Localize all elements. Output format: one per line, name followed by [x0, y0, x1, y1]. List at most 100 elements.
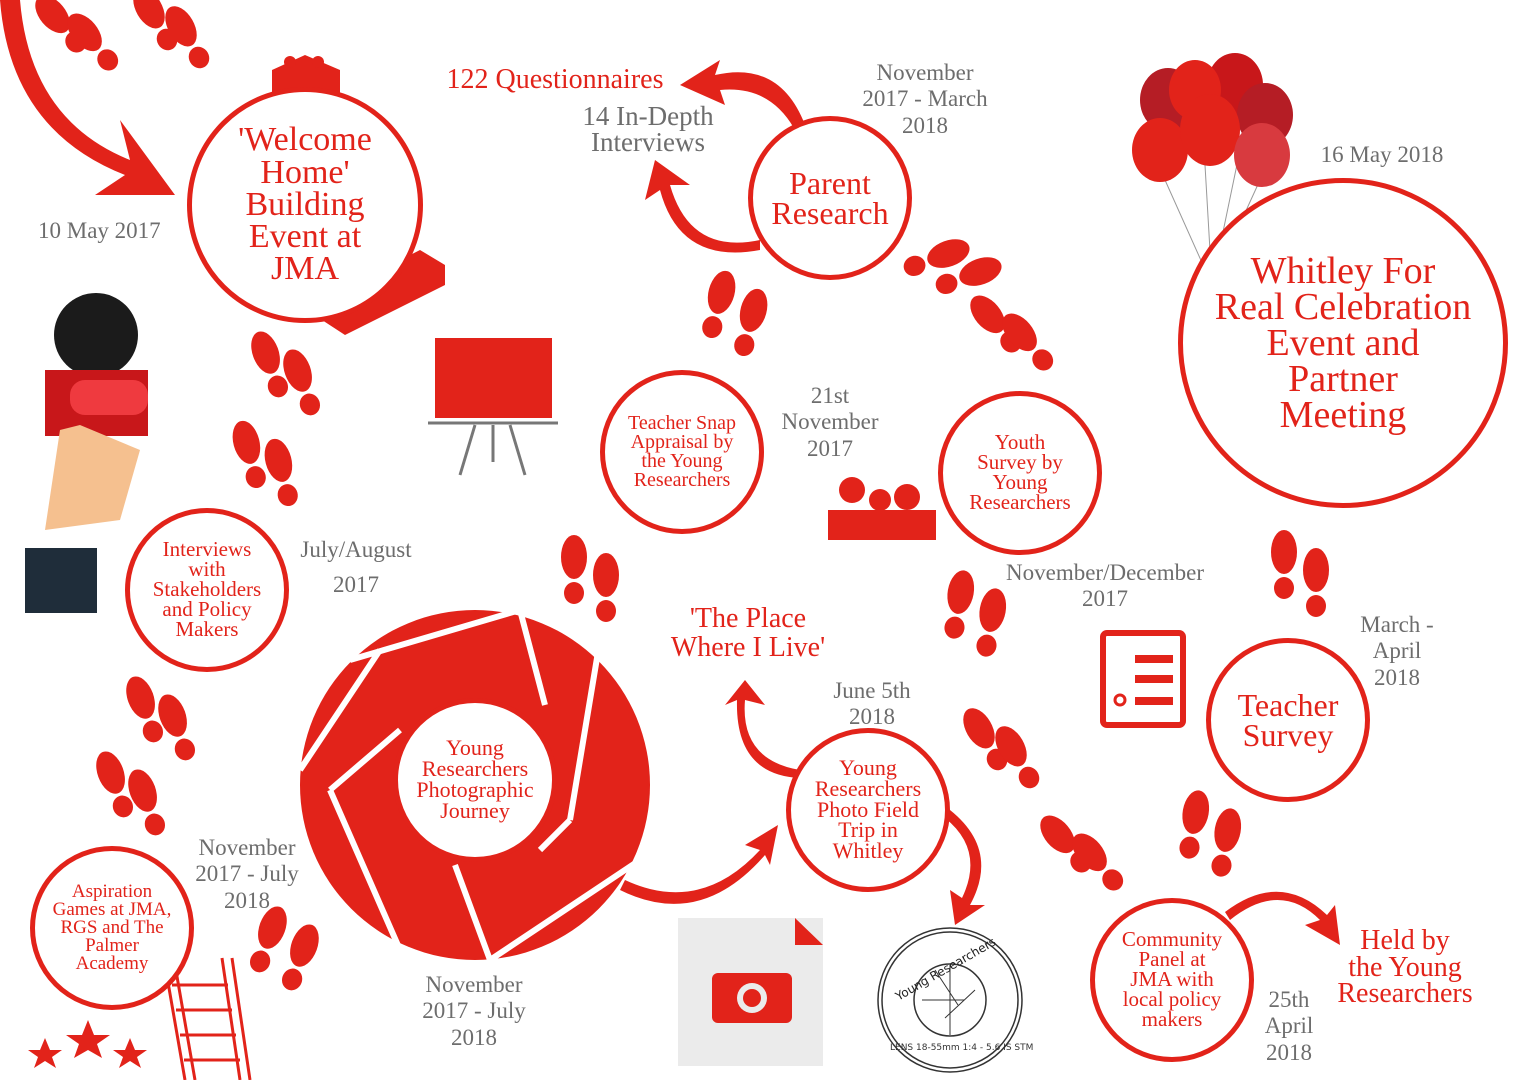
footprint-icon: [1002, 313, 1054, 371]
footprint-icon: [128, 769, 166, 836]
footprint-icon: [251, 331, 289, 398]
date-line: 2018: [902, 112, 948, 138]
event-title-line: Games at JMA,: [52, 898, 172, 920]
date-line: November: [425, 972, 523, 997]
date-line: 2018: [224, 887, 270, 913]
footprint-icon: [995, 726, 1040, 789]
footprint-icon: [561, 535, 587, 604]
event-title-line: Appraisal by: [630, 431, 734, 453]
stamp-bottom-text: LENS 18-55mm 1:4 - 5.6 IS STM: [890, 1043, 1033, 1053]
event-title-line: Real Celebration: [1214, 285, 1472, 328]
event-title-line: Researchers: [969, 489, 1071, 514]
note-line: Interviews: [591, 126, 705, 157]
footprint-icon: [249, 906, 287, 973]
stamp-top-text: Young Researchers: [892, 935, 998, 1004]
date-line: April: [1264, 1013, 1314, 1039]
footprint-icon: [1271, 530, 1297, 599]
event-title-line: local policy: [1122, 986, 1222, 1011]
curved-arrow-icon: [645, 160, 760, 253]
note-line: 122 Questionnaires: [446, 64, 664, 95]
footprint-icon: [1303, 548, 1329, 617]
footprint-icon: [976, 588, 1007, 657]
footprint-icon: [67, 13, 119, 71]
event-title-line: Photo Field: [816, 796, 920, 822]
curved-arrow-icon: [1225, 891, 1340, 945]
footprint-icon: [126, 676, 164, 743]
event-title-line: Photographic: [416, 777, 534, 802]
event-title-line: Whitley For: [1250, 249, 1436, 292]
footprint-icon: [702, 270, 736, 339]
curved-arrow-icon: [680, 60, 805, 130]
event-title-line: Building: [245, 185, 365, 223]
note-line: Where I Live': [670, 632, 826, 664]
date-line: 16 May 2018: [1320, 142, 1444, 167]
event-title-line: Parent: [789, 164, 871, 201]
event-title-line: JMA: [270, 250, 340, 288]
footprint-icon: [1179, 790, 1210, 859]
event-title-line: Researchers: [421, 756, 529, 782]
note-line: Researchers: [1337, 978, 1473, 1010]
footprint-icon: [158, 694, 196, 761]
event-title-line: Young: [992, 470, 1048, 494]
curved-arrow-icon: [725, 680, 800, 778]
footprint-icon: [165, 6, 210, 69]
footprint-icon: [281, 924, 319, 991]
date-line: November: [781, 409, 879, 435]
event-title-line: Makers: [175, 616, 239, 641]
event-title-line: Aspiration: [71, 880, 153, 902]
date-line: 25th: [1268, 987, 1310, 1012]
event-title-line: Community: [1121, 927, 1223, 952]
event-title-line: Young: [446, 735, 504, 761]
event-title-line: Researchers: [814, 775, 922, 801]
date-line: 21st: [810, 383, 850, 408]
footprint-icon: [96, 751, 134, 818]
event-title-line: Stakeholders: [152, 577, 262, 602]
footprint-icon: [935, 257, 1002, 295]
footprint-icon: [1211, 808, 1242, 877]
footprint-icon: [903, 239, 970, 277]
event-title-line: Whitley: [832, 838, 904, 864]
event-title-line: Researchers: [633, 469, 731, 491]
footprint-icon: [944, 570, 975, 639]
event-title-line: Academy: [75, 953, 149, 975]
footprint-icon: [232, 420, 266, 489]
young-researchers-stamp: [877, 927, 1023, 1073]
event-title-line: 'Welcome: [238, 121, 372, 159]
footprint-icon: [593, 553, 619, 622]
date-line: 2018: [849, 704, 895, 730]
date-line: November/December: [1006, 560, 1204, 585]
balloons-icon: [1132, 53, 1293, 286]
event-title-line: Event at: [248, 218, 362, 256]
event-title-line: with: [188, 557, 226, 582]
event-title-line: Home': [260, 153, 350, 191]
note-line: 14 In-Depth: [582, 101, 714, 131]
date-line: June 5th: [833, 678, 911, 703]
microphone-icon: [25, 293, 148, 613]
photo-card-icon: [678, 918, 823, 1066]
footprint-icon: [963, 708, 1008, 771]
people-icon: [828, 477, 936, 540]
date-line: November: [876, 60, 974, 85]
easel-icon: [428, 338, 558, 476]
event-title-line: Event and: [1266, 321, 1420, 364]
event-title-line: makers: [1141, 1006, 1203, 1031]
footprint-icon: [264, 438, 298, 507]
date-line: 10 May 2017: [38, 218, 161, 243]
date-line: 2017 - March: [862, 86, 988, 112]
curved-arrow-icon: [0, 0, 175, 195]
